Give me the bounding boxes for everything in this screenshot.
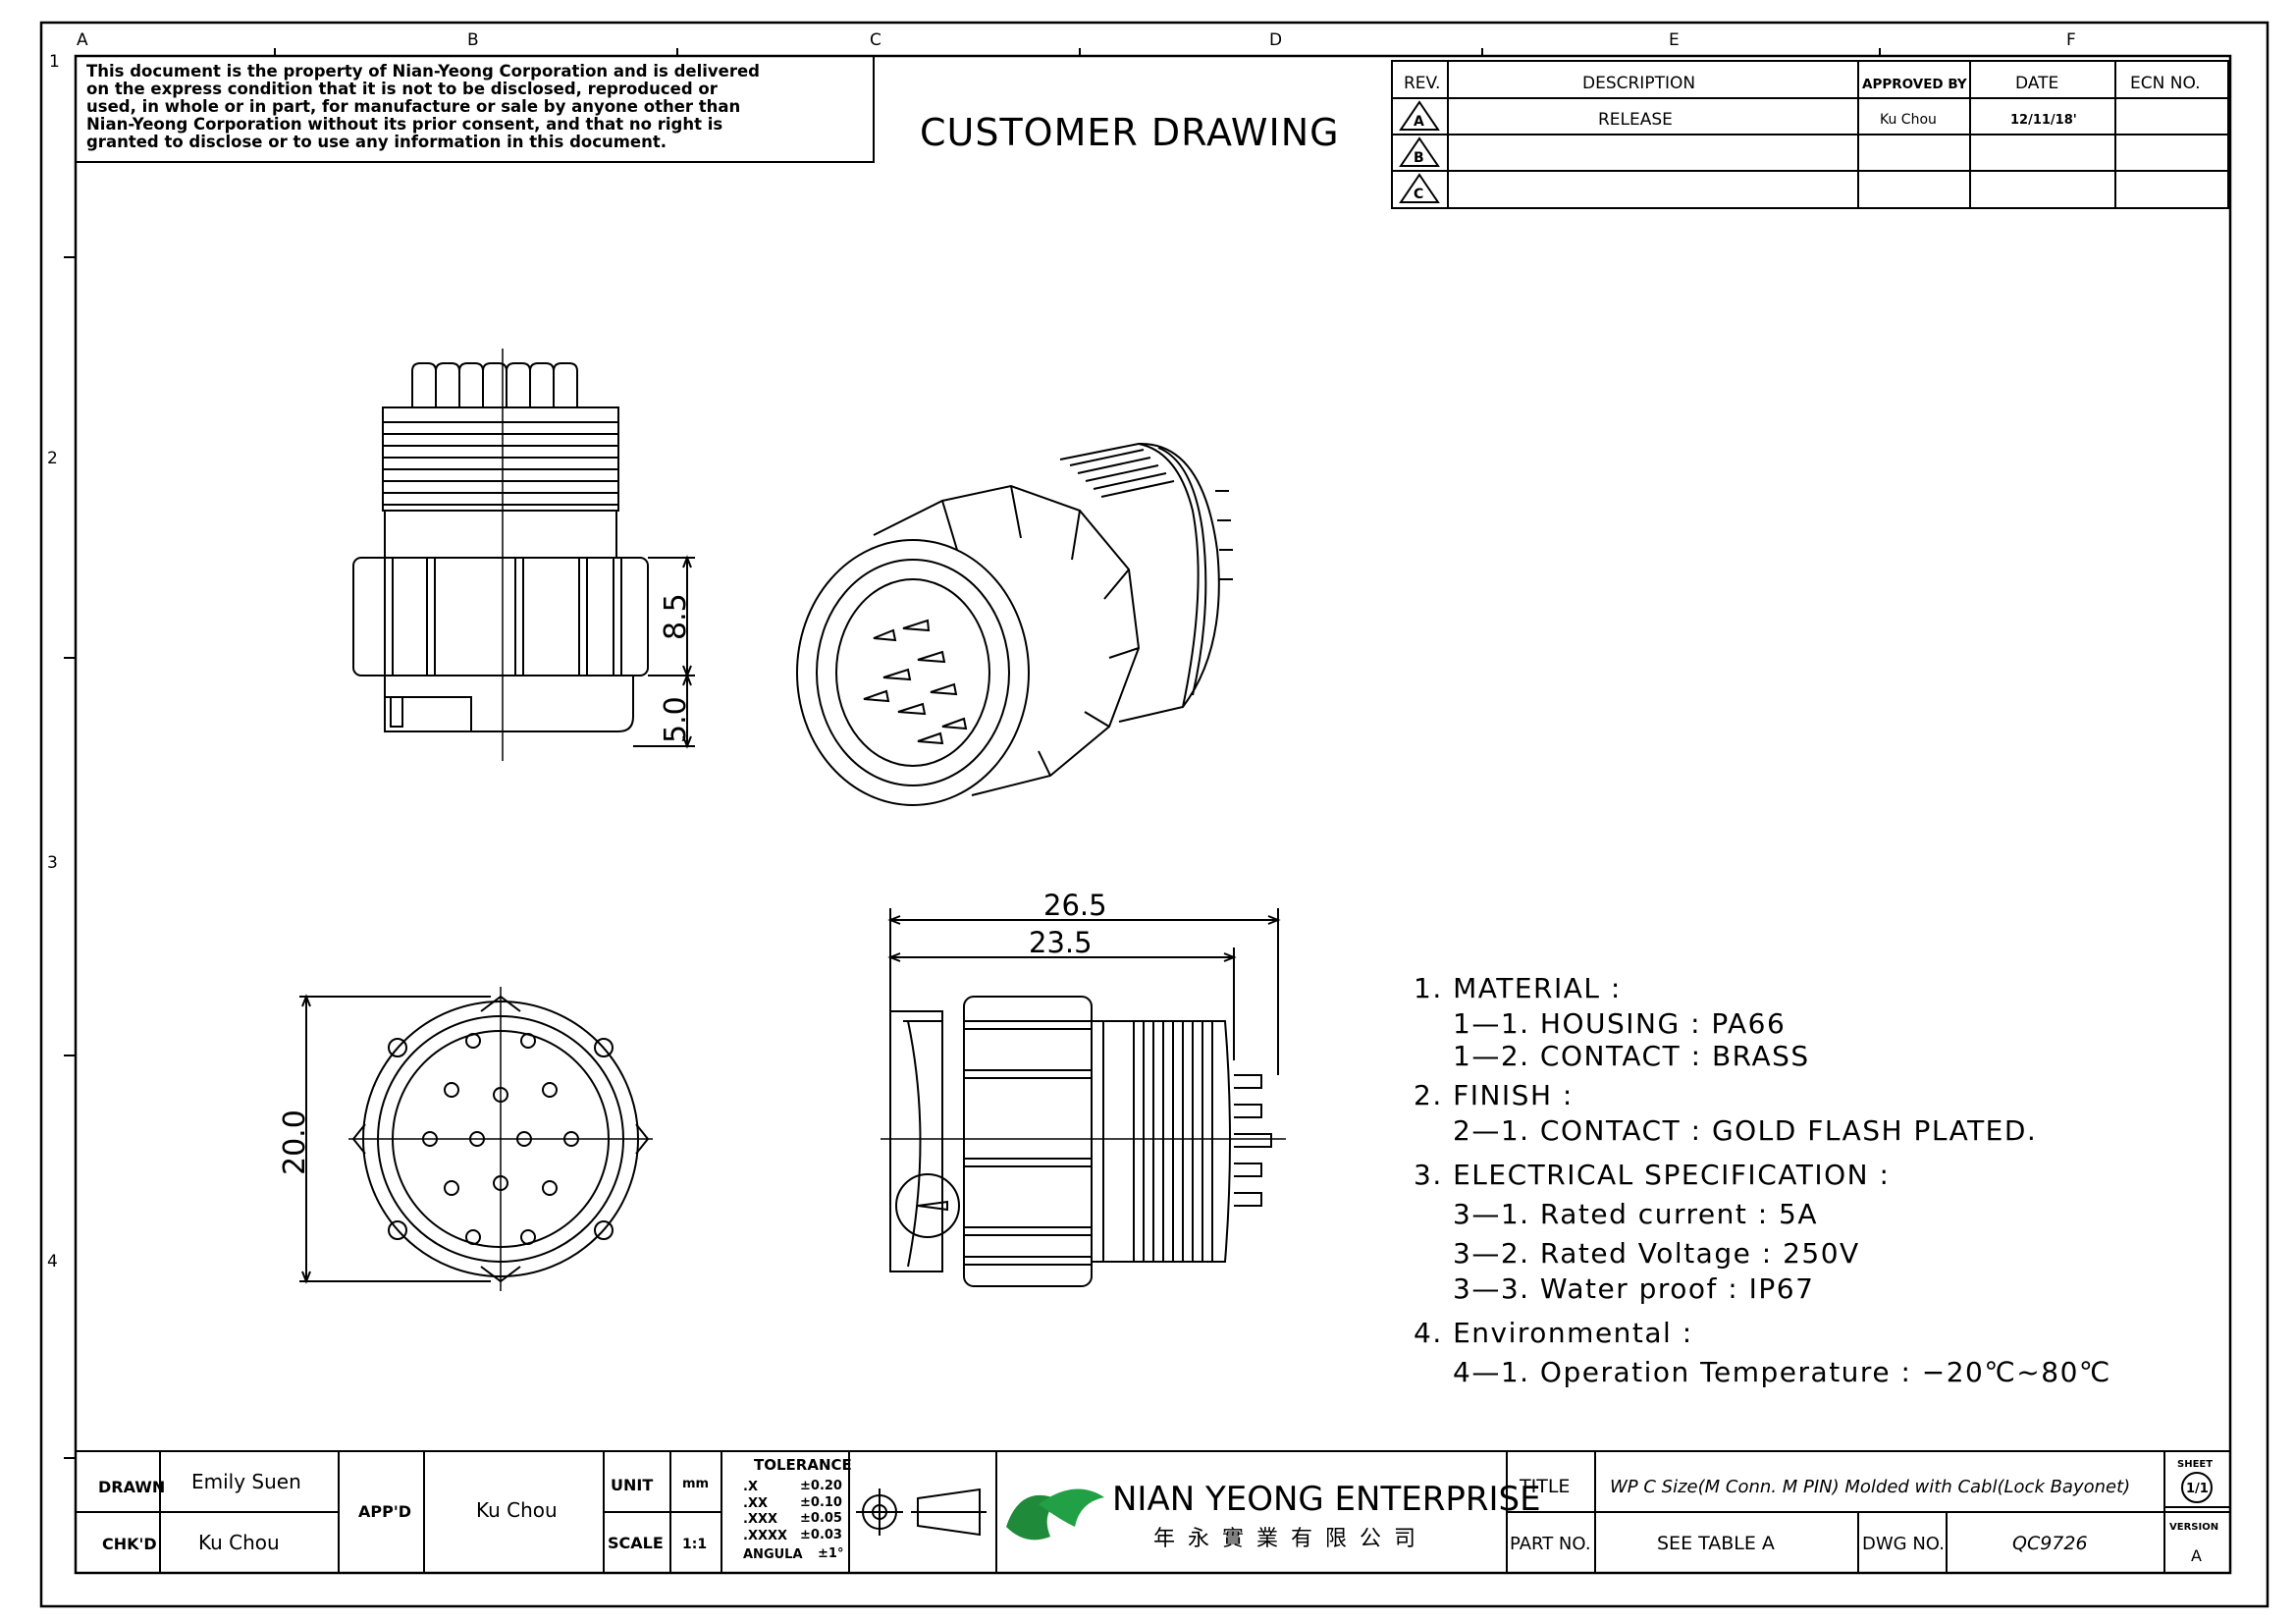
tol-val-3: ±0.05 xyxy=(800,1511,842,1526)
notice-line-1: This document is the property of Nian-Ye… xyxy=(86,62,760,81)
tol-key-5: ANGULA xyxy=(743,1547,803,1562)
version-value: A xyxy=(2191,1546,2202,1565)
zone-ticks xyxy=(64,48,1881,1459)
notice-text: This document is the property of Nian-Ye… xyxy=(86,62,760,151)
appd-value: Ku Chou xyxy=(476,1498,558,1522)
title-label: TITLE xyxy=(1519,1476,1570,1497)
note-1: 1. MATERIAL : xyxy=(1414,972,1622,1004)
company-logo-icon xyxy=(1006,1488,1104,1541)
note-3-1: 3—1. Rated current : 5A xyxy=(1453,1198,1818,1230)
front-view xyxy=(299,987,653,1291)
lateral-view xyxy=(881,908,1286,1287)
rev-b-letter: B xyxy=(1414,150,1424,166)
tol-key-4: .XXXX xyxy=(743,1529,787,1543)
note-3: 3. ELECTRICAL SPECIFICATION : xyxy=(1414,1159,1890,1191)
notice-line-2: on the express condition that it is not … xyxy=(86,80,719,98)
note-2: 2. FINISH : xyxy=(1414,1079,1574,1111)
appd-label: APP'D xyxy=(358,1502,411,1521)
tolerance-title: TOLERANCE xyxy=(754,1456,852,1474)
inner-border xyxy=(74,54,2232,1575)
rev-a-description: RELEASE xyxy=(1598,110,1673,130)
notice-line-3: used, in whole or in part, for manufactu… xyxy=(86,97,740,116)
rev-header: REV. xyxy=(1404,74,1440,93)
note-1-2: 1—2. CONTACT : BRASS xyxy=(1453,1040,1810,1072)
approved-by-header: APPROVED BY xyxy=(1862,77,1967,92)
zone-col-c: C xyxy=(870,30,881,50)
company-name: NIAN YEONG ENTERPRISE xyxy=(1112,1480,1541,1519)
drawn-label: DRAWN xyxy=(98,1478,165,1496)
dim-side-lower: 5.0 xyxy=(659,696,693,743)
tol-key-3: .XXX xyxy=(743,1512,777,1527)
ecn-header: ECN NO. xyxy=(2130,74,2201,93)
dim-front-diameter: 20.0 xyxy=(278,1109,312,1175)
side-view xyxy=(352,349,695,761)
sheet-label: SHEET xyxy=(2177,1459,2213,1470)
note-4: 4. Environmental : xyxy=(1414,1317,1693,1349)
outer-border xyxy=(39,21,2269,1608)
tolerance-list: .X ±0.20 .XX ±0.10 .XXX ±0.05 .XXXX ±0.0… xyxy=(743,1479,843,1562)
drawn-value: Emily Suen xyxy=(191,1470,301,1493)
zone-col-f: F xyxy=(2066,30,2076,50)
zone-row-4: 4 xyxy=(47,1252,58,1271)
zone-col-a: A xyxy=(77,30,88,50)
rev-a-letter: A xyxy=(1414,114,1424,130)
tol-val-4: ±0.03 xyxy=(800,1528,842,1542)
notice-line-5: granted to disclose or to use any inform… xyxy=(86,133,667,151)
rev-a-date: 12/11/18' xyxy=(2010,113,2077,128)
chkd-label: CHK'D xyxy=(102,1535,157,1553)
isometric-view xyxy=(796,442,1233,806)
unit-value: mm xyxy=(682,1477,709,1491)
notice-line-4: Nian-Yeong Corporation without its prior… xyxy=(86,115,722,134)
note-4-1: 4—1. Operation Temperature : −20℃~80℃ xyxy=(1453,1356,2111,1388)
notice-box xyxy=(75,55,875,163)
unit-label: UNIT xyxy=(611,1476,653,1494)
projection-symbol-icon xyxy=(856,1488,987,1537)
tol-val-1: ±0.20 xyxy=(800,1479,842,1493)
revision-table xyxy=(1391,60,2229,209)
sheet-value: 1/1 xyxy=(2186,1482,2209,1496)
part-label: PART NO. xyxy=(1510,1534,1591,1554)
zone-row-3: 3 xyxy=(47,853,58,873)
chkd-value: Ku Chou xyxy=(198,1531,280,1554)
tol-val-2: ±0.10 xyxy=(800,1495,842,1510)
company-chinese-name: 年 永 實 業 有 限 公 司 xyxy=(1153,1527,1418,1551)
drawing-heading: CUSTOMER DRAWING xyxy=(920,111,1340,154)
zone-row-2: 2 xyxy=(47,449,58,468)
dwg-value: QC9726 xyxy=(2012,1533,2088,1554)
note-2-1: 2—1. CONTACT : GOLD FLASH PLATED. xyxy=(1453,1114,2037,1147)
note-1-1: 1—1. HOUSING : PA66 xyxy=(1453,1007,1786,1040)
title-block-grid xyxy=(75,1450,2231,1574)
zone-col-d: D xyxy=(1269,30,1282,50)
note-3-3: 3—3. Water proof : IP67 xyxy=(1453,1272,1814,1305)
scale-value: 1:1 xyxy=(682,1537,707,1552)
tol-val-5: ±1° xyxy=(818,1546,843,1561)
rev-a-approved-by: Ku Chou xyxy=(1880,112,1937,128)
version-label: VERSION xyxy=(2169,1522,2218,1533)
sheet-circle-icon xyxy=(2181,1472,2213,1503)
tol-key-2: .XX xyxy=(743,1496,768,1511)
title-value: WP C Size(M Conn. M PIN) Molded with Cab… xyxy=(1610,1477,2130,1497)
tol-key-1: .X xyxy=(743,1480,758,1494)
zone-col-b: B xyxy=(467,30,479,50)
date-header: DATE xyxy=(2015,74,2058,93)
dwg-label: DWG NO. xyxy=(1862,1534,1945,1554)
description-header: DESCRIPTION xyxy=(1582,74,1695,93)
dim-overall-length: 26.5 xyxy=(1043,889,1107,922)
scale-label: SCALE xyxy=(608,1534,664,1552)
note-3-2: 3—2. Rated Voltage : 250V xyxy=(1453,1237,1860,1270)
zone-col-e: E xyxy=(1669,30,1680,50)
dim-side-upper: 8.5 xyxy=(659,593,693,640)
zone-row-1: 1 xyxy=(49,52,60,72)
rev-c-letter: C xyxy=(1414,187,1423,202)
dim-body-length: 23.5 xyxy=(1029,926,1093,959)
part-value: SEE TABLE A xyxy=(1657,1533,1775,1554)
notes-block: 1. MATERIAL : 1—1. HOUSING : PA66 1—2. C… xyxy=(1414,972,2111,1388)
